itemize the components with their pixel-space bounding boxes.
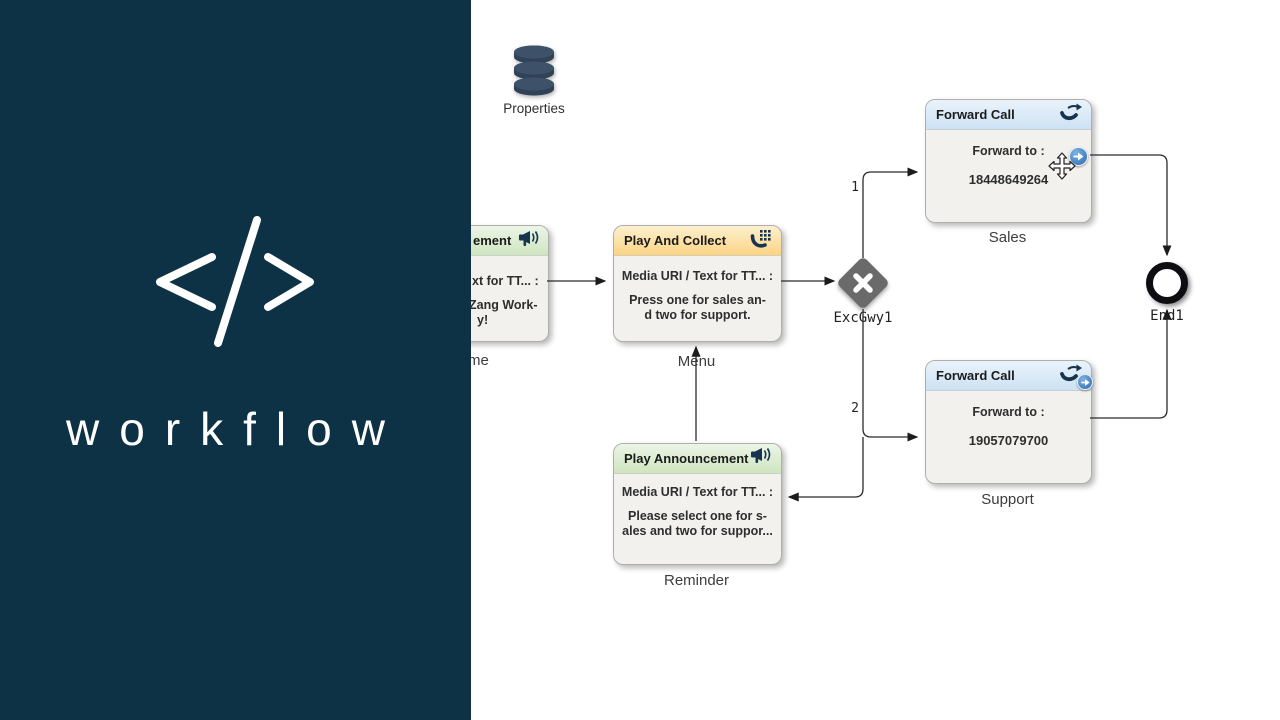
- forward-number: 19057079700: [968, 433, 1049, 448]
- node-body-line: Forward to :: [972, 405, 1045, 419]
- node-body-line: y!: [477, 313, 489, 327]
- wordmark: workflow: [66, 403, 405, 455]
- node-body-line: ales and two for suppor...: [622, 524, 773, 538]
- node-header-label: Play And Collect: [624, 233, 727, 248]
- megaphone-icon: [517, 230, 541, 253]
- branch-label-1: 1: [851, 180, 859, 195]
- node-label-menu: Menu: [677, 353, 716, 370]
- gateway-label: ExcGwy1: [833, 310, 893, 326]
- node-body-line: xt for TT... :: [472, 274, 539, 288]
- database-icon[interactable]: [512, 44, 556, 98]
- connector-gateway-support: [862, 309, 919, 442]
- node-body-line: d two for support.: [644, 308, 751, 322]
- node-header-label: Forward Call: [936, 368, 1015, 383]
- forward-number: 18448649264: [968, 172, 1049, 187]
- node-body-line: Please select one for s-: [628, 509, 767, 523]
- node-play-announcement-reminder[interactable]: Play Announcement Media URI / Text for T…: [613, 443, 782, 565]
- node-label-welcome: me: [468, 352, 489, 369]
- phone-forward-icon: [1059, 364, 1083, 387]
- x-icon: [853, 273, 873, 293]
- exclusive-gateway[interactable]: [836, 256, 890, 310]
- branch-label-2: 2: [851, 401, 859, 416]
- node-body-line: Media URI / Text for TT... :: [621, 485, 774, 499]
- node-play-and-collect-menu[interactable]: Play And Collect Media URI / Text for TT…: [613, 225, 782, 342]
- connector-sales-end: [1090, 154, 1172, 257]
- connector-gateway-sales: [862, 167, 919, 258]
- connector-gateway-reminder: [787, 437, 864, 502]
- node-forward-call-support[interactable]: Forward Call Forward to : 19057079700: [925, 360, 1092, 484]
- node-header-label: Play Announcement: [624, 451, 749, 466]
- megaphone-icon: [749, 447, 773, 470]
- node-header-label: Forward Call: [936, 107, 1015, 122]
- arrow-right-icon: [1080, 378, 1090, 386]
- node-body-line: Press one for sales an-: [629, 293, 766, 307]
- node-label-support: Support: [981, 491, 1034, 508]
- move-cursor-icon: [1048, 152, 1076, 180]
- connect-arrow-button[interactable]: [1069, 147, 1088, 166]
- node-body-line: Media URI / Text for TT... :: [621, 269, 774, 283]
- node-label-reminder: Reminder: [663, 572, 730, 589]
- node-body-line: Zang Work-: [469, 298, 538, 312]
- properties-label: Properties: [503, 101, 565, 116]
- node-label-sales: Sales: [988, 229, 1027, 246]
- brand-panel: workflow: [0, 0, 471, 720]
- node-header-label: ement: [473, 233, 512, 248]
- end-event-label: End1: [1150, 308, 1184, 324]
- node-body-line: Forward to :: [972, 144, 1045, 158]
- end-event[interactable]: [1146, 262, 1188, 304]
- connect-arrow-button[interactable]: [1077, 374, 1093, 390]
- arrow-right-icon: [1073, 152, 1084, 161]
- connector-support-end: [1090, 308, 1172, 419]
- code-logo-icon: [156, 216, 314, 347]
- phone-forward-icon: [1059, 103, 1083, 126]
- phone-keypad-icon: [750, 229, 773, 252]
